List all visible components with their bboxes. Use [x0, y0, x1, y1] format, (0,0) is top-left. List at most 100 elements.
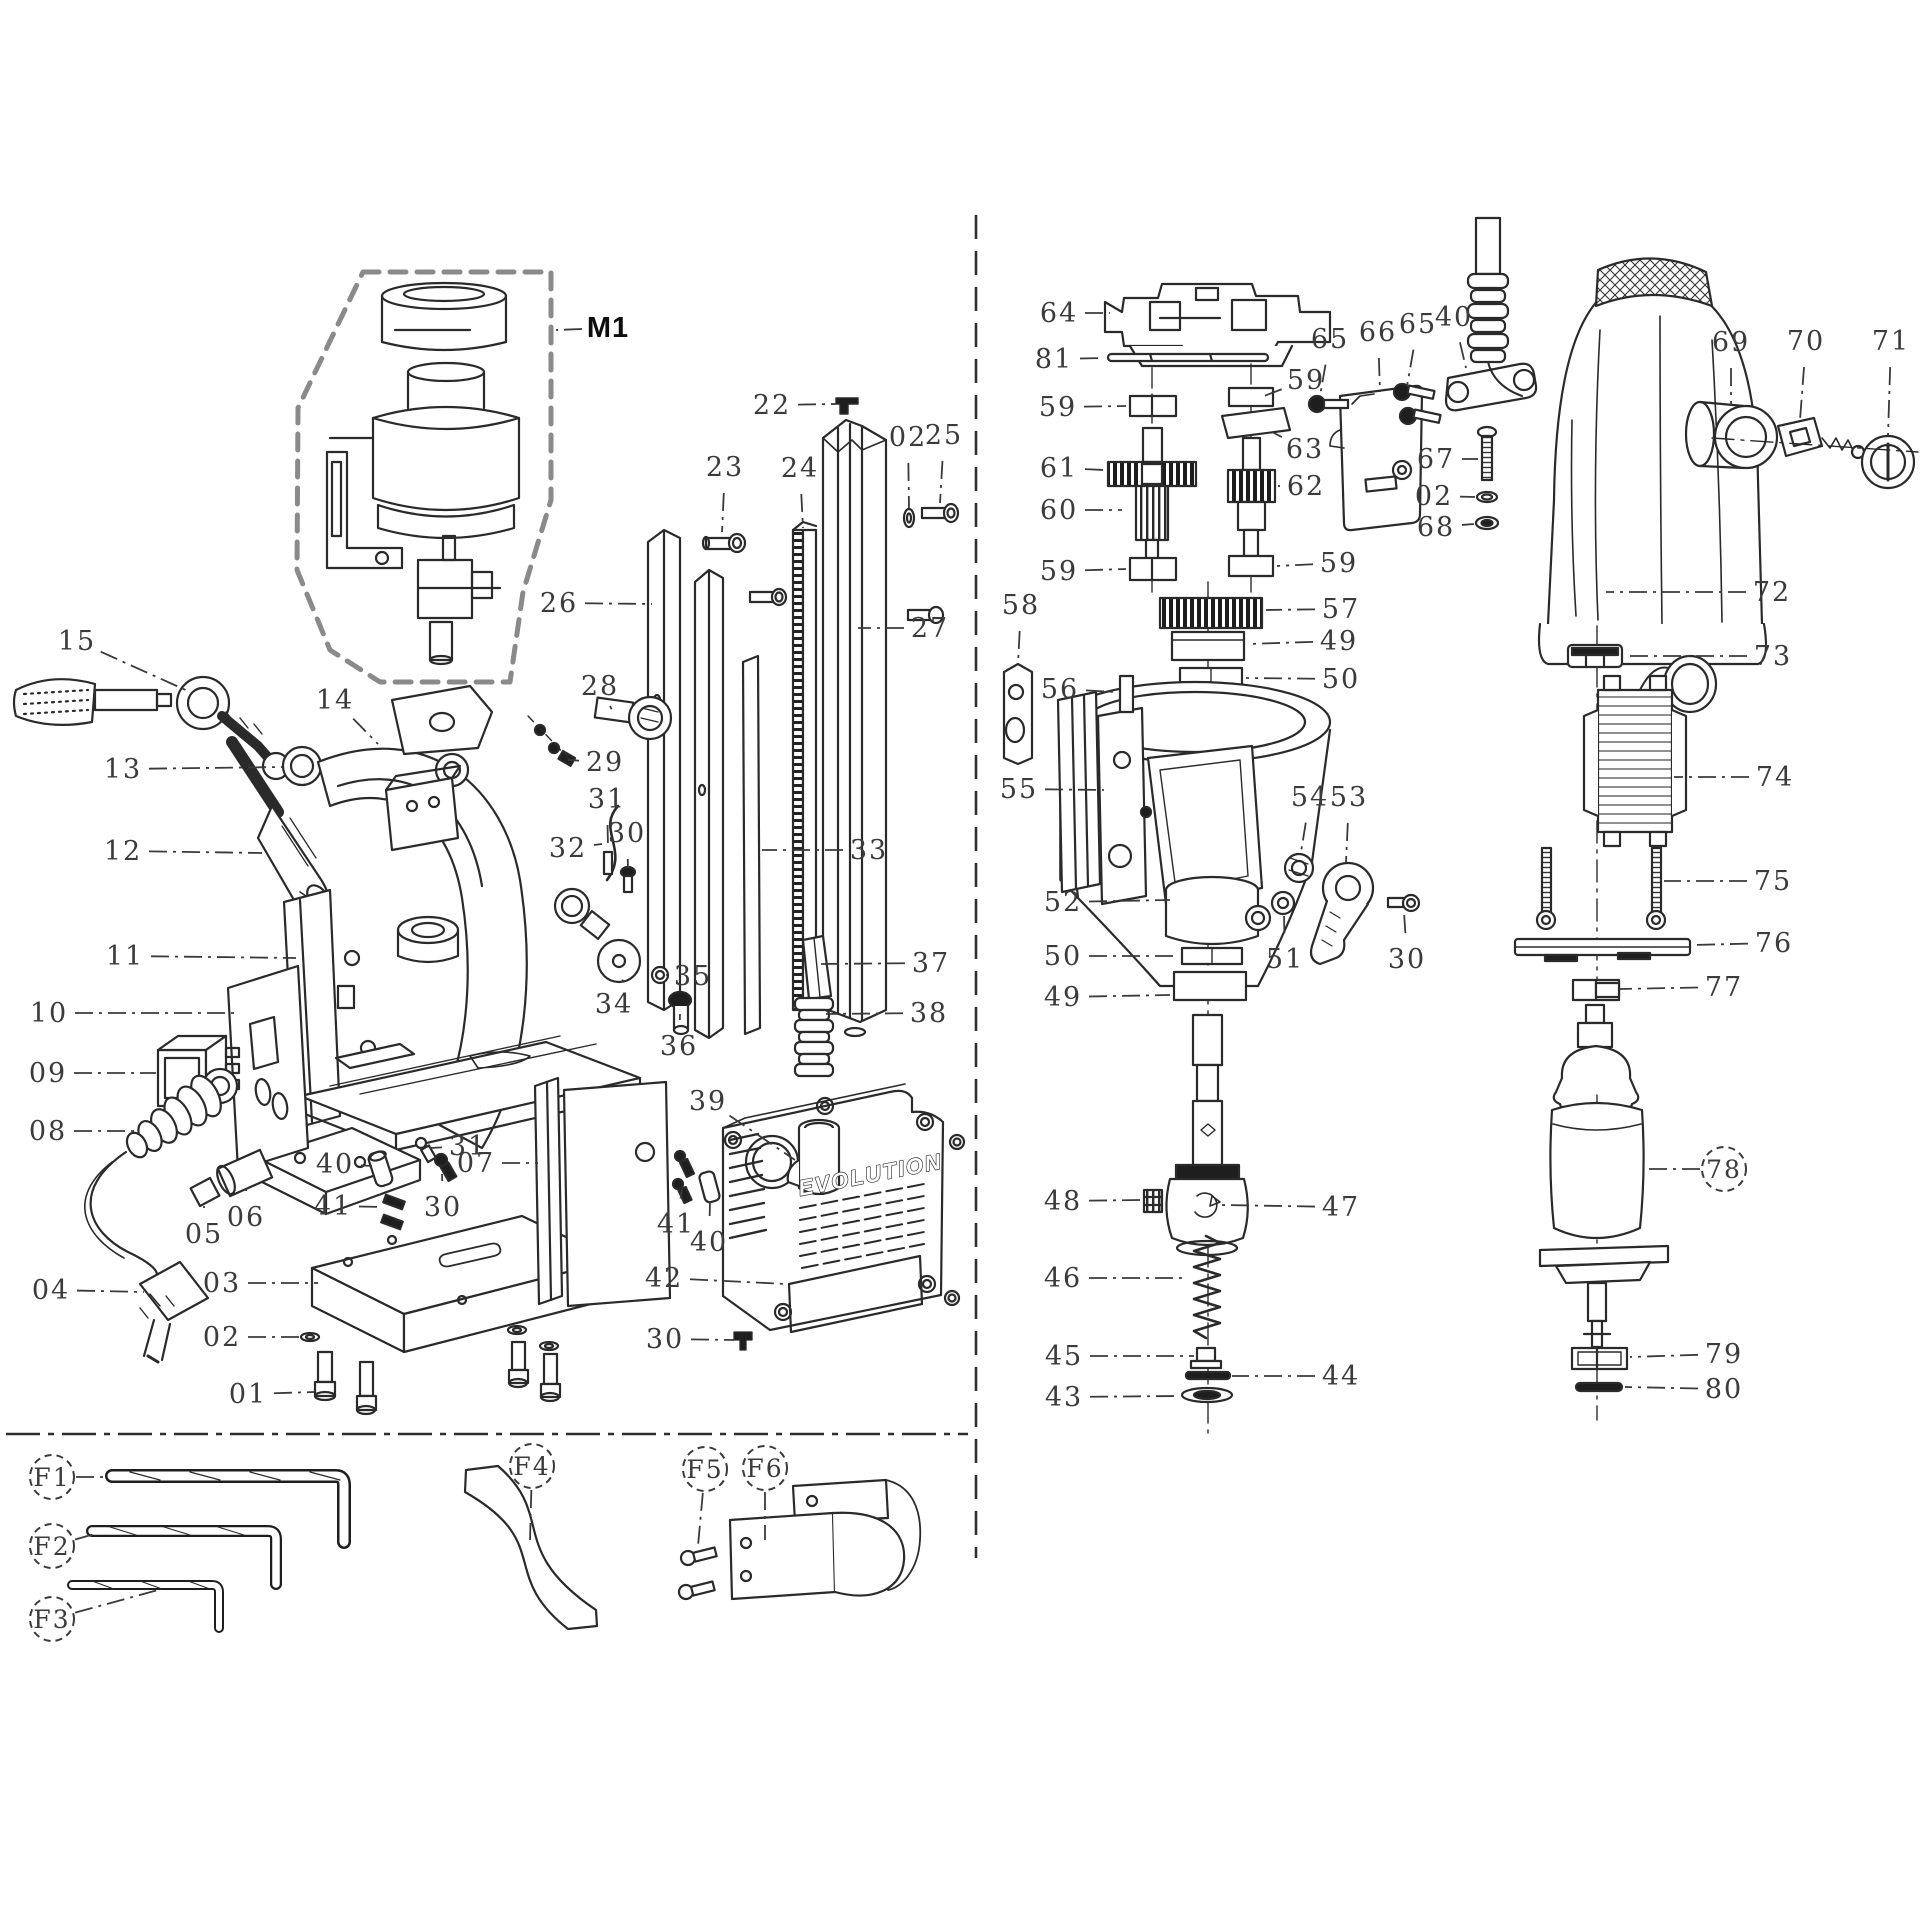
leader-line-30-78 [1403, 911, 1407, 934]
leader-line-14-10 [352, 717, 379, 745]
leader-line-55-70 [1044, 788, 1105, 791]
callout-label-52-74: 52 [1044, 887, 1082, 918]
coolant-module-m1 [294, 269, 554, 685]
callout-label-06-33: 06 [227, 1202, 265, 1233]
leader-line-68-57 [1461, 523, 1475, 526]
callout-label-61-52: 61 [1040, 453, 1078, 484]
crank-hub [175, 675, 291, 781]
callout-label-54-71: 54 [1291, 782, 1329, 813]
leader-line-65-45 [1319, 364, 1327, 397]
callout-label-48-82: 48 [1044, 1186, 1082, 1217]
callout-label-f1-91: F1 [33, 1463, 70, 1492]
bolt-25 [920, 502, 960, 524]
callout-label-40-36: 40 [690, 1227, 728, 1258]
arbor-flange [1174, 1163, 1241, 1181]
hose-37 [801, 934, 833, 1001]
leader-line-65-47 [1406, 349, 1415, 387]
gib-plate-07 [533, 1076, 672, 1308]
bolt-23 [701, 532, 747, 554]
callout-label-59-61: 59 [1040, 556, 1078, 587]
leader-line-m1-0 [555, 328, 583, 331]
callout-label-41-34: 41 [657, 1209, 695, 1240]
callout-label-49-81: 49 [1044, 982, 1082, 1013]
callout-label-43-88: 43 [1045, 1382, 1083, 1413]
callout-label-25-5: 25 [925, 420, 963, 451]
leader-line-41-34 [679, 1189, 683, 1199]
leader-line-48-82 [1088, 1199, 1141, 1202]
callout-label-30-78: 30 [1388, 944, 1426, 975]
slide-rail-short [693, 568, 725, 1040]
callout-circle-78 [1701, 1146, 1747, 1192]
callout-label-22-1: 22 [753, 390, 791, 421]
coolant-bottle-neck [406, 361, 486, 410]
callout-label-35-19: 35 [674, 961, 712, 992]
leader-line-04-39 [76, 1289, 145, 1293]
callout-circle-f3 [29, 1596, 75, 1642]
callout-label-30-14: 30 [608, 818, 646, 849]
power-cord-04 [84, 1150, 210, 1364]
callout-label-65-47: 65 [1399, 309, 1437, 340]
callout-label-53-72: 53 [1330, 782, 1368, 813]
leader-line-47-83 [1221, 1204, 1316, 1208]
callout-label-71-60: 71 [1872, 326, 1910, 357]
leader-line-43-88 [1089, 1395, 1181, 1398]
callout-label-23-2: 23 [706, 452, 744, 483]
spindle-lower-stack [1165, 946, 1249, 1257]
screw-31-carriage [414, 1136, 437, 1164]
callout-label-60-55: 60 [1040, 495, 1078, 526]
callout-label-32-15: 32 [549, 833, 587, 864]
leader-line-40-48 [1459, 342, 1467, 369]
leader-line-59-61 [1084, 568, 1127, 572]
coolant-valve-block [416, 534, 502, 666]
callout-label-76-76: 76 [1755, 928, 1793, 959]
washer-43 [1180, 1386, 1234, 1404]
hex-key-f1 [105, 1469, 351, 1549]
housing-screws-75 [1535, 846, 1667, 931]
callout-label-30-32: 30 [424, 1192, 462, 1223]
gear-shaft-right-column [1220, 363, 1292, 593]
bearing-73 [1566, 643, 1624, 669]
screws-41-left [380, 1193, 406, 1231]
callout-circle-f5 [682, 1446, 728, 1492]
leader-line-50-66 [1245, 677, 1316, 680]
callout-label-13-11: 13 [104, 754, 142, 785]
gib-strip-33 [741, 654, 762, 1036]
leader-line-13-11 [148, 766, 283, 770]
brush-holder-70 [1776, 416, 1866, 460]
guard-screws-f5 [677, 1546, 718, 1601]
washer-44 [1184, 1370, 1232, 1381]
callout-label-67-54: 67 [1417, 444, 1455, 475]
washer-02-right [1475, 490, 1499, 504]
callout-label-57-64: 57 [1322, 594, 1360, 625]
leader-line-58-63 [1017, 630, 1021, 665]
screw-30-right [1386, 893, 1421, 913]
leader-line-57-64 [1265, 608, 1316, 611]
hex-key-f3 [67, 1580, 224, 1633]
spring-46 [1192, 1234, 1222, 1340]
gear-rack-24 [791, 520, 818, 1012]
nut-51 [1270, 890, 1296, 916]
callout-label-38-22: 38 [910, 998, 948, 1029]
callout-label-26-6: 26 [540, 588, 578, 619]
callout-label-27-7: 27 [911, 613, 949, 644]
callout-label-78-84: 78 [1706, 1155, 1742, 1184]
leader-line-52-74 [1088, 899, 1171, 903]
callout-label-03-38: 03 [203, 1268, 241, 1299]
pivot-bolt-28 [593, 695, 673, 741]
callout-label-47-83: 47 [1322, 1192, 1360, 1223]
callout-label-40-48: 40 [1435, 302, 1473, 333]
callout-label-02-40: 02 [203, 1322, 241, 1353]
leader-line-76-76 [1691, 942, 1749, 946]
screw-65-left [1307, 394, 1350, 414]
leader-line-63-51 [1271, 431, 1283, 438]
callout-label-24-3: 24 [781, 453, 819, 484]
key-56 [1118, 674, 1135, 714]
callout-label-68-57: 68 [1417, 512, 1455, 543]
grub-screw-48 [1142, 1188, 1164, 1214]
leader-line-49-65 [1247, 640, 1314, 645]
column-extrusion-27 [821, 418, 888, 1038]
callout-label-f3-93: F3 [33, 1605, 70, 1634]
washer-02-top [902, 507, 916, 529]
m1-dashed-boundary [294, 269, 554, 685]
callout-label-02-4: 02 [889, 422, 927, 453]
